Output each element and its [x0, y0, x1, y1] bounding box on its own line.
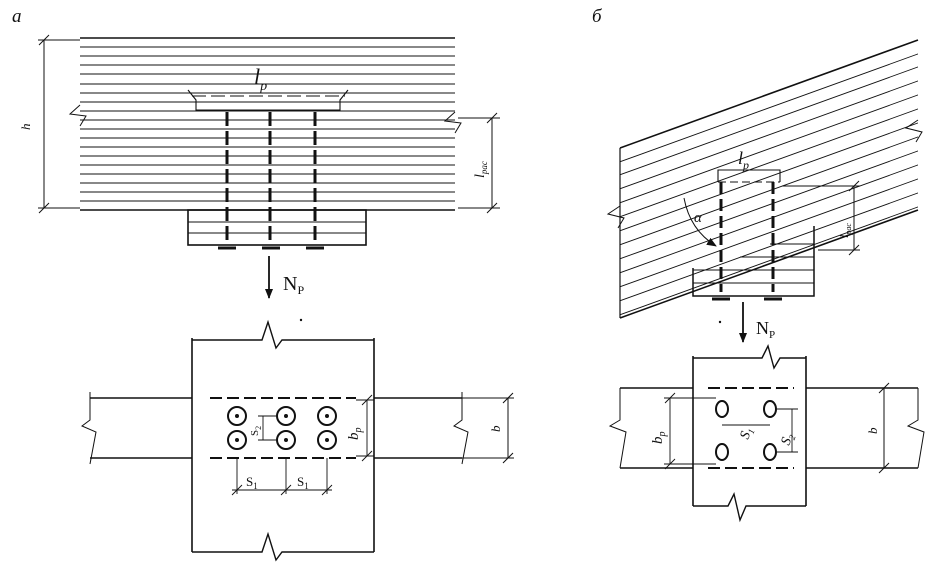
label-h: h	[18, 124, 33, 131]
plan-b	[608, 344, 925, 523]
dimension-lras-b	[782, 180, 860, 256]
bolts-b	[719, 182, 775, 292]
panel-b-beam	[606, 39, 923, 319]
plates-a	[187, 209, 367, 250]
label-b-b: b	[865, 427, 880, 434]
dimension-s-b	[722, 408, 798, 453]
label-lras-a: lрас	[473, 161, 489, 178]
label-s2-b: S2	[779, 431, 798, 448]
bolts-a	[225, 112, 317, 240]
dimension-h	[38, 34, 80, 214]
dimension-lras-a	[458, 112, 500, 214]
dimension-b-a	[462, 392, 514, 464]
label-s1b-a: S1	[297, 474, 309, 491]
label-lp-a: lp	[254, 64, 267, 94]
label-s1a-a: S1	[246, 474, 258, 491]
label-b-a: b	[488, 425, 503, 432]
label-np-b: NP	[756, 318, 775, 341]
panel-b-label: б	[592, 6, 603, 27]
dimension-b-b	[878, 382, 890, 474]
angle-arc-b	[683, 197, 717, 247]
plan-a	[81, 319, 469, 562]
label-alpha-b: α	[694, 210, 703, 226]
bolt-holes-a	[227, 406, 337, 450]
dimension-lp-b	[717, 169, 781, 183]
label-lp-b: lp	[738, 148, 749, 172]
panel-a-label: а	[12, 6, 22, 27]
label-bp-a: bp	[346, 428, 364, 441]
panel-a-beam	[68, 37, 462, 211]
label-s2-a: S2	[249, 426, 263, 436]
dimension-bp-a	[356, 394, 374, 462]
dimension-s1-a	[231, 458, 333, 496]
plates-b	[692, 226, 815, 301]
label-np-a: NP	[283, 273, 304, 297]
label-bp-b: bp	[650, 432, 668, 445]
label-s1-b: S1	[738, 425, 757, 441]
label-lras-b: lрас	[837, 223, 853, 238]
dimension-bp-b	[664, 392, 716, 470]
dimension-s2-a	[258, 415, 278, 441]
dimension-lp-a	[187, 89, 349, 111]
